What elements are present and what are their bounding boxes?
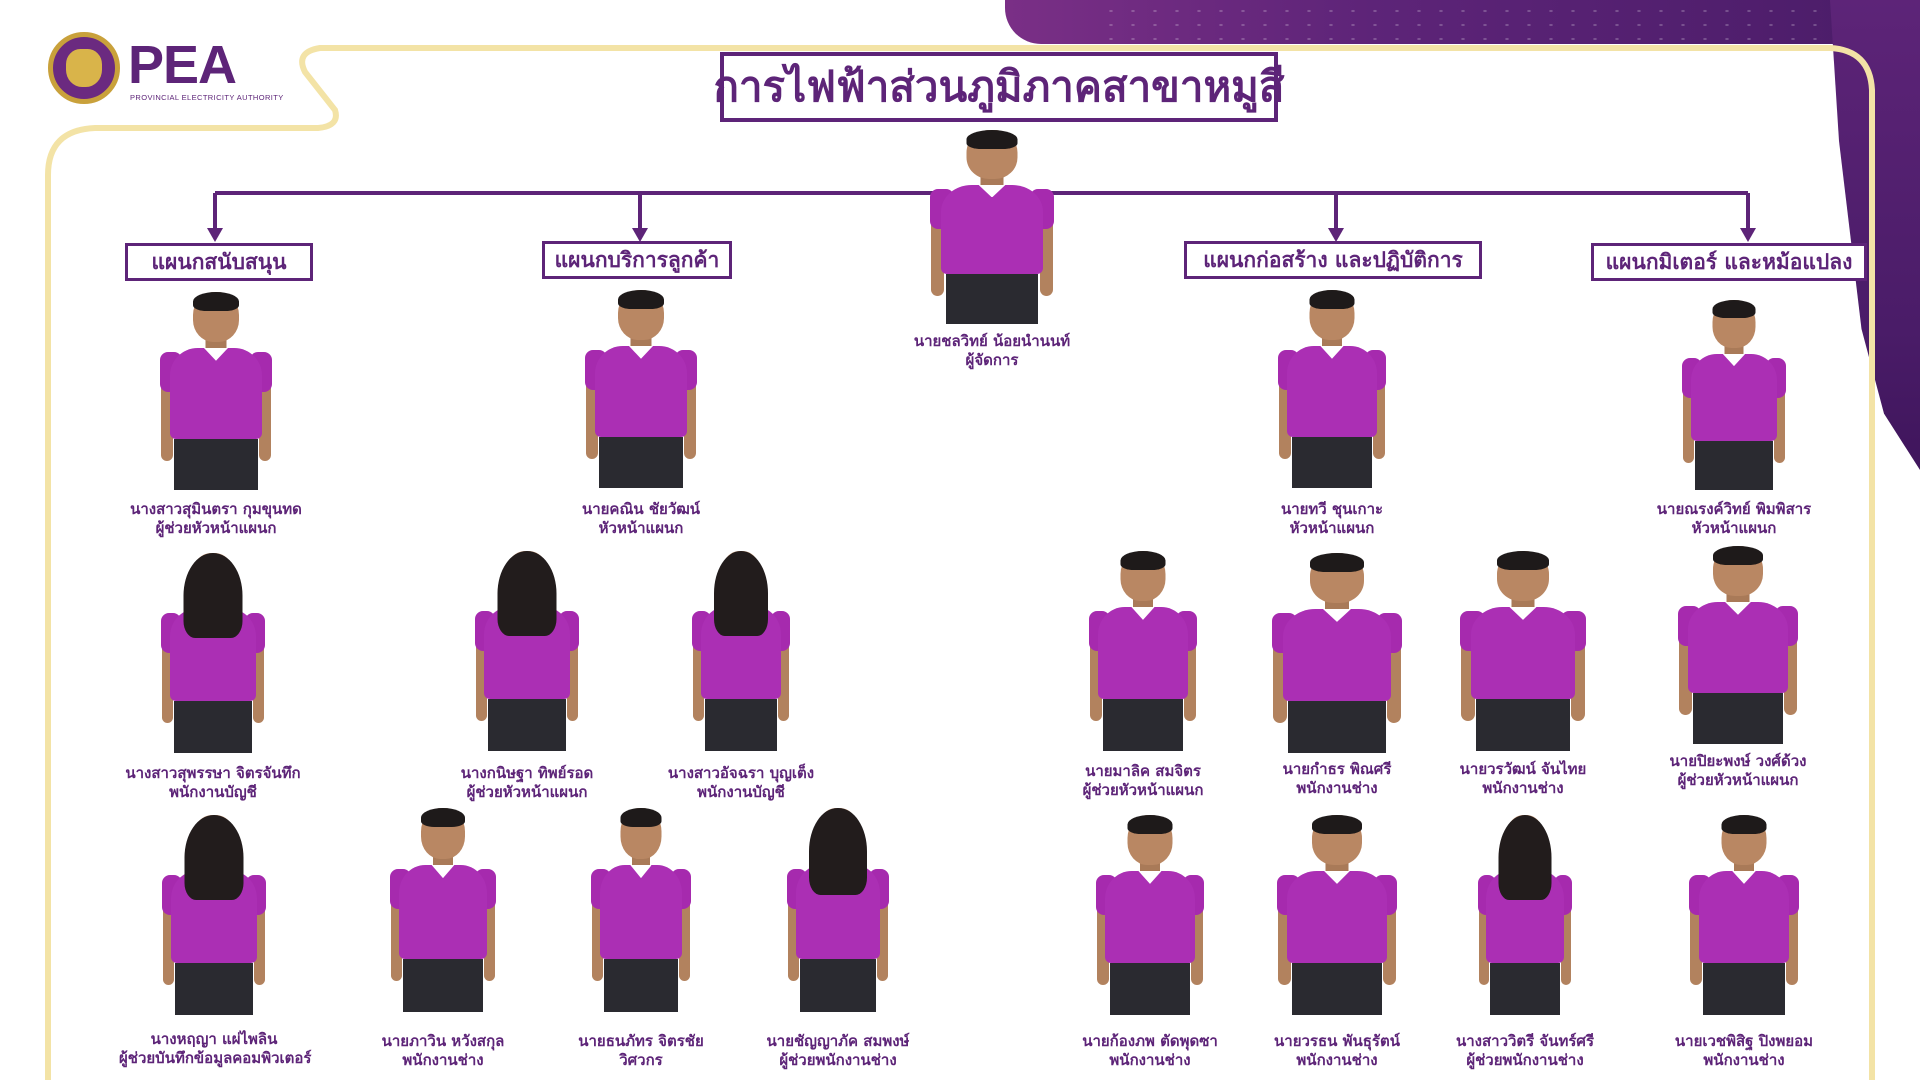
dept-customer-service-header: แผนกบริการลูกค้า bbox=[542, 241, 732, 279]
manager-card: นายชลวิทย์ น้อยนำนนท์ผู้จัดการ bbox=[897, 130, 1087, 370]
staff-card: นายชัญญาภัค สมพงษ์ผู้ช่วยพนักงานช่าง bbox=[743, 808, 933, 1070]
header-decoration-band bbox=[1005, 0, 1920, 44]
person-photo bbox=[161, 815, 267, 1015]
person-photo bbox=[160, 553, 266, 753]
staff-card: นางหฤญา แผ่ไพลินผู้ช่วยบันทึกข้อมูลคอมพิ… bbox=[119, 815, 312, 1068]
dept-meter-header: แผนกมิเตอร์ และหม้อแปลง bbox=[1591, 243, 1867, 281]
pea-seal-icon bbox=[48, 32, 120, 104]
dept-construction-header: แผนกก่อสร้าง และปฏิบัติการ bbox=[1184, 241, 1482, 279]
staff-card: นายเวชพิสิฐ ปิงพยอมพนักงานช่าง bbox=[1649, 815, 1839, 1070]
person-role: พนักงานบัญชี bbox=[697, 783, 785, 801]
person-photo bbox=[1478, 815, 1572, 1015]
person-name: นายมาลิค สมจิตร bbox=[1085, 762, 1201, 780]
person-name: นางสาววิตรี จันทร์ศรี bbox=[1455, 1032, 1594, 1050]
person-name: นางสาวสุมินตรา กุมขุนทด bbox=[130, 500, 302, 518]
person-role: พนักงานช่าง bbox=[1296, 1051, 1378, 1069]
person-role: วิศวกร bbox=[619, 1051, 663, 1069]
person-photo bbox=[1088, 551, 1198, 751]
page-title: การไฟฟ้าส่วนภูมิภาคสาขาหมูสี bbox=[713, 62, 1285, 111]
person-name: นายธนภัทร จิตรชัย bbox=[578, 1032, 704, 1050]
person-name: นางสาวอัจฉรา บุญเต็ง bbox=[667, 764, 815, 782]
person-photo bbox=[787, 808, 889, 1012]
person-role: พนักงานช่าง bbox=[402, 1051, 484, 1069]
person-name: นายเวชพิสิฐ ปิงพยอม bbox=[1674, 1032, 1814, 1050]
person-photo bbox=[1677, 546, 1799, 744]
person-role: ผู้ช่วยหัวหน้าแผนก bbox=[1677, 771, 1799, 789]
staff-card: นายทวี ชุนเกาะหัวหน้าแผนก bbox=[1237, 290, 1427, 538]
pea-logo: PEA PROVINCIAL ELECTRICITY AUTHORITY bbox=[48, 32, 283, 107]
person-photo bbox=[1095, 815, 1205, 1015]
person-name: นายณรงค์วิทย์ พิมพิสาร bbox=[1656, 500, 1812, 518]
logo-wordmark: PEA bbox=[128, 35, 237, 95]
person-role: พนักงานช่าง bbox=[1296, 779, 1378, 797]
person-name: นายทวี ชุนเกาะ bbox=[1280, 500, 1384, 518]
person-role: พนักงานช่าง bbox=[1482, 779, 1564, 797]
person-photo bbox=[584, 290, 698, 488]
person-photo bbox=[1681, 300, 1787, 490]
person-name: นางหฤญา แผ่ไพลิน bbox=[150, 1030, 278, 1048]
person-name: นายภาวิน หวังสกุล bbox=[381, 1032, 505, 1050]
person-photo bbox=[159, 292, 273, 490]
person-photo bbox=[692, 551, 790, 751]
person-role: ผู้ช่วยพนักงานช่าง bbox=[779, 1051, 897, 1069]
person-name: นายกำธร พิณศรี bbox=[1282, 760, 1392, 778]
person-name: นางกนิษฐา ทิพย์รอด bbox=[460, 764, 594, 782]
person-name: นายชลวิทย์ น้อยนำนนท์ bbox=[913, 332, 1071, 350]
dept-support-header: แผนกสนับสนุน bbox=[125, 243, 313, 281]
person-name: นางสาวสุพรรษา จิตรจันทึก bbox=[125, 764, 301, 782]
person-role: พนักงานบัญชี bbox=[169, 783, 257, 801]
person-name: นายคณิน ชัยวัฒน์ bbox=[581, 500, 701, 518]
staff-card: นายคณิน ชัยวัฒน์หัวหน้าแผนก bbox=[546, 290, 736, 538]
person-name: นายชัญญาภัค สมพงษ์ bbox=[766, 1032, 910, 1050]
person-role: พนักงานช่าง bbox=[1109, 1051, 1191, 1069]
page-title-box: การไฟฟ้าส่วนภูมิภาคสาขาหมูสี bbox=[714, 52, 1284, 122]
staff-card: นายปิยะพงษ์ วงศ์ด้วงผู้ช่วยหัวหน้าแผนก bbox=[1643, 546, 1833, 790]
header-decoration-dots bbox=[1100, 4, 1860, 40]
person-photo bbox=[929, 130, 1055, 324]
staff-card: นายกำธร พิณศรีพนักงานช่าง bbox=[1242, 553, 1432, 798]
staff-card: นายธนภัทร จิตรชัยวิศวกร bbox=[546, 808, 736, 1070]
person-role: หัวหน้าแผนก bbox=[1289, 519, 1375, 537]
person-photo bbox=[1271, 553, 1403, 753]
staff-card: นางกนิษฐา ทิพย์รอดผู้ช่วยหัวหน้าแผนก bbox=[432, 551, 622, 802]
person-role: ผู้ช่วยหัวหน้าแผนก bbox=[1082, 781, 1204, 799]
person-photo bbox=[389, 808, 497, 1012]
person-name: นายวรวัฒน์ จันไทย bbox=[1459, 760, 1587, 778]
person-role: พนักงานช่าง bbox=[1703, 1051, 1785, 1069]
person-role: ผู้ช่วยพนักงานช่าง bbox=[1466, 1051, 1584, 1069]
person-role: หัวหน้าแผนก bbox=[1691, 519, 1777, 537]
staff-card: นางสาวสุพรรษา จิตรจันทึกพนักงานบัญชี bbox=[118, 553, 308, 802]
staff-card: นายก้องภพ ตัดพุดซาพนักงานช่าง bbox=[1055, 815, 1245, 1070]
staff-card: นายวรวัฒน์ จันไทยพนักงานช่าง bbox=[1428, 551, 1618, 798]
staff-card: นายภาวิน หวังสกุลพนักงานช่าง bbox=[348, 808, 538, 1070]
staff-card: นางสาวสุมินตรา กุมขุนทดผู้ช่วยหัวหน้าแผน… bbox=[121, 292, 311, 538]
person-photo bbox=[591, 808, 691, 1012]
person-photo bbox=[1459, 551, 1587, 751]
logo-subtitle: PROVINCIAL ELECTRICITY AUTHORITY bbox=[130, 93, 284, 102]
person-role: ผู้ช่วยหัวหน้าแผนก bbox=[155, 519, 277, 537]
staff-card: นายณรงค์วิทย์ พิมพิสารหัวหน้าแผนก bbox=[1639, 300, 1829, 538]
person-photo bbox=[1688, 815, 1800, 1015]
person-photo bbox=[1276, 815, 1398, 1015]
person-name: นายก้องภพ ตัดพุดซา bbox=[1082, 1032, 1218, 1050]
person-photo bbox=[1277, 290, 1387, 488]
person-role: ผู้ช่วยบันทึกข้อมูลคอมพิวเตอร์ bbox=[119, 1049, 312, 1067]
staff-card: นายมาลิค สมจิตรผู้ช่วยหัวหน้าแผนก bbox=[1048, 551, 1238, 800]
staff-card: นายวรธน พันธุรัตน์พนักงานช่าง bbox=[1242, 815, 1432, 1070]
person-photo bbox=[474, 551, 580, 751]
person-name: นายปิยะพงษ์ วงศ์ด้วง bbox=[1669, 752, 1807, 770]
person-role: หัวหน้าแผนก bbox=[598, 519, 684, 537]
staff-card: นางสาวอัจฉรา บุญเต็งพนักงานบัญชี bbox=[646, 551, 836, 802]
person-role: ผู้ช่วยหัวหน้าแผนก bbox=[466, 783, 588, 801]
staff-card: นางสาววิตรี จันทร์ศรีผู้ช่วยพนักงานช่าง bbox=[1430, 815, 1620, 1070]
person-name: นายวรธน พันธุรัตน์ bbox=[1274, 1032, 1400, 1050]
person-role: ผู้จัดการ bbox=[965, 351, 1019, 369]
